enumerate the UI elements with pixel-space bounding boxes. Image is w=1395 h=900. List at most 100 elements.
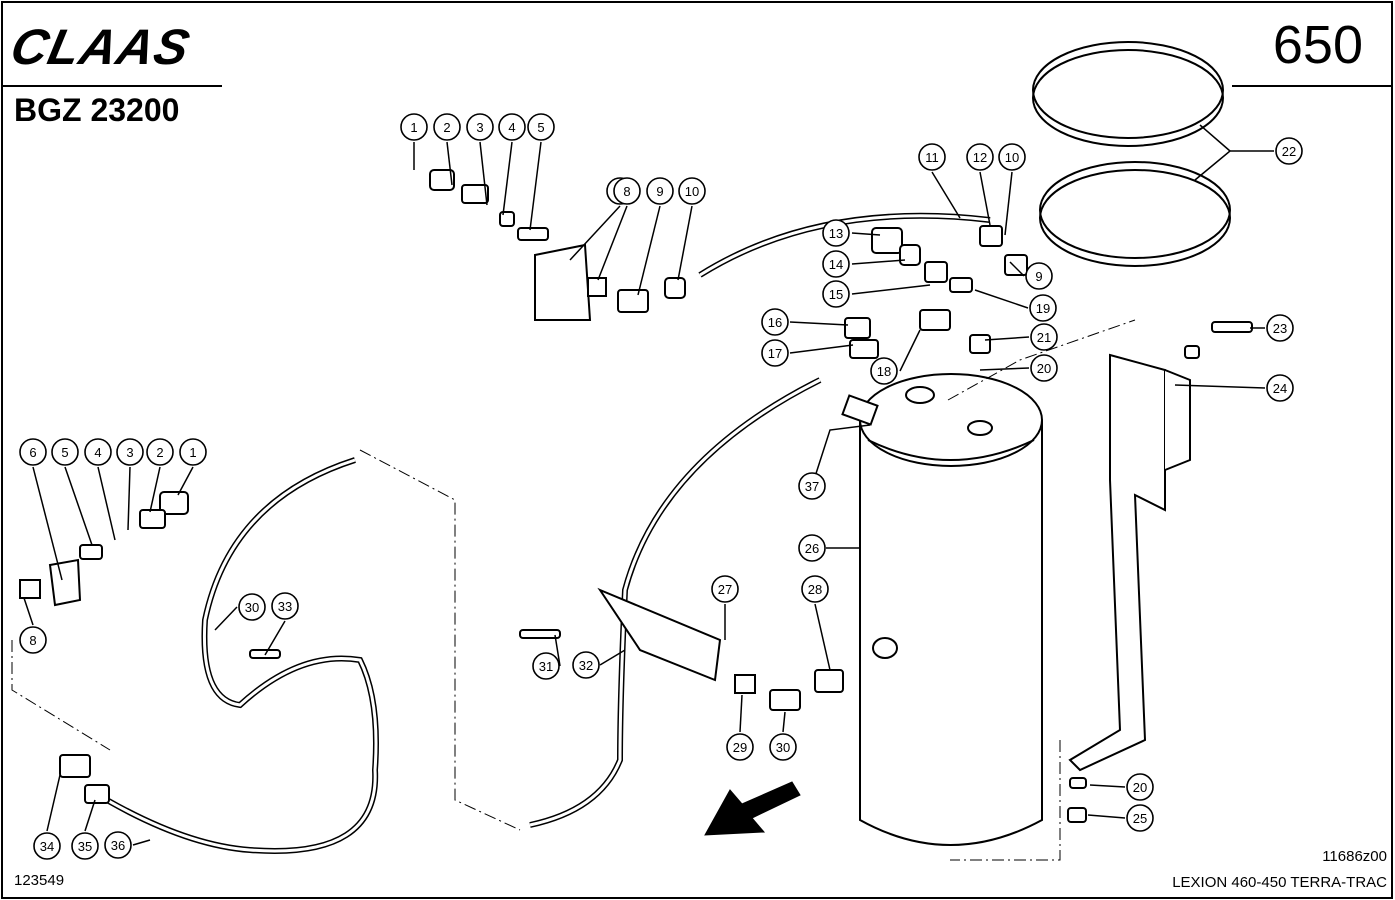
callout-14: 14 — [822, 250, 850, 278]
callout-10: 10 — [678, 177, 706, 205]
callout-4: 4 — [498, 113, 526, 141]
callout-label: 3 — [126, 445, 133, 460]
callout-label: 28 — [808, 582, 822, 597]
callout-label: 26 — [805, 541, 819, 556]
callout-34: 34 — [33, 832, 61, 860]
fittings — [19, 169, 1253, 823]
callout-label: 9 — [656, 184, 663, 199]
callout-24: 24 — [1266, 374, 1294, 402]
callout-16: 16 — [761, 308, 789, 336]
callout-21: 21 — [1030, 323, 1058, 351]
callout-label: 14 — [829, 257, 843, 272]
callout-31: 31 — [532, 652, 560, 680]
callout-9: 9 — [646, 177, 674, 205]
callout-20: 20 — [1126, 773, 1154, 801]
callout-30: 30 — [238, 593, 266, 621]
bracket — [1068, 353, 1191, 772]
callout-label: 4 — [508, 120, 515, 135]
callout-26: 26 — [798, 534, 826, 562]
callout-label: 23 — [1273, 321, 1287, 336]
callout-23: 23 — [1266, 314, 1294, 342]
callout-1: 1 — [400, 113, 428, 141]
callout-5: 5 — [527, 113, 555, 141]
callout-17: 17 — [761, 339, 789, 367]
callout-30: 30 — [769, 733, 797, 761]
callout-11: 11 — [918, 143, 946, 171]
callout-label: 19 — [1036, 301, 1050, 316]
callout-15: 15 — [822, 280, 850, 308]
callout-33: 33 — [271, 592, 299, 620]
callout-36: 36 — [104, 831, 132, 859]
callout-8: 8 — [613, 177, 641, 205]
callout-4: 4 — [84, 438, 112, 466]
callout-19: 19 — [1029, 294, 1057, 322]
callout-label: 9 — [1035, 269, 1042, 284]
callout-9: 9 — [1025, 262, 1053, 290]
callout-label: 1 — [410, 120, 417, 135]
callout-label: 6 — [29, 445, 36, 460]
callout-label: 13 — [829, 226, 843, 241]
callout-3: 3 — [116, 438, 144, 466]
callout-label: 29 — [733, 740, 747, 755]
callout-29: 29 — [726, 733, 754, 761]
callout-label: 22 — [1282, 144, 1296, 159]
direction-arrow — [704, 781, 801, 836]
callout-label: 36 — [111, 838, 125, 853]
callout-label: 4 — [94, 445, 101, 460]
callout-label: 16 — [768, 315, 782, 330]
assembly-code: BGZ 23200 — [14, 92, 180, 128]
callout-label: 33 — [278, 599, 292, 614]
callout-35: 35 — [71, 832, 99, 860]
air-tank — [859, 373, 1043, 846]
callout-label: 20 — [1037, 361, 1051, 376]
machine-model: LEXION 460-450 TERRA-TRAC — [1172, 874, 1387, 891]
callout-6: 6 — [19, 438, 47, 466]
callout-label: 37 — [805, 479, 819, 494]
callout-label: 18 — [877, 364, 891, 379]
callout-label: 10 — [1005, 150, 1019, 165]
callout-label: 21 — [1037, 330, 1051, 345]
reference-number: 123549 — [14, 872, 65, 889]
callout-label: 30 — [776, 740, 790, 755]
callout-18: 18 — [870, 357, 898, 385]
callout-28: 28 — [801, 575, 829, 603]
callout-13: 13 — [822, 219, 850, 247]
callout-label: 12 — [973, 150, 987, 165]
leader-lines — [11, 319, 1136, 861]
callout-label: 2 — [156, 445, 163, 460]
callout-label: 25 — [1133, 811, 1147, 826]
callout-32: 32 — [572, 651, 600, 679]
callout-10: 10 — [998, 143, 1026, 171]
callout-label: 5 — [537, 120, 544, 135]
callout-25: 25 — [1126, 804, 1154, 832]
callout-label: 5 — [61, 445, 68, 460]
callout-label: 34 — [40, 839, 54, 854]
callout-8: 8 — [19, 626, 47, 654]
callout-12: 12 — [966, 143, 994, 171]
callout-label: 8 — [623, 184, 630, 199]
callout-37: 37 — [798, 472, 826, 500]
callout-label: 8 — [29, 633, 36, 648]
tank-straps — [1032, 41, 1231, 267]
callout-label: 20 — [1133, 780, 1147, 795]
callout-label: 27 — [718, 582, 732, 597]
callout-label: 11 — [925, 150, 939, 165]
callout-label: 3 — [476, 120, 483, 135]
callout-label: 17 — [768, 346, 782, 361]
page-number: 650 — [1272, 15, 1363, 75]
callout-22: 22 — [1275, 137, 1303, 165]
callout-leaders — [23, 124, 1274, 846]
callout-label: 15 — [829, 287, 843, 302]
callout-label: 10 — [685, 184, 699, 199]
callout-27: 27 — [711, 575, 739, 603]
callout-label: 2 — [443, 120, 450, 135]
callout-label: 32 — [579, 658, 593, 673]
callout-1: 1 — [179, 438, 207, 466]
callout-label: 31 — [539, 659, 553, 674]
callout-20: 20 — [1030, 354, 1058, 382]
callout-label: 1 — [189, 445, 196, 460]
callout-label: 24 — [1273, 381, 1287, 396]
